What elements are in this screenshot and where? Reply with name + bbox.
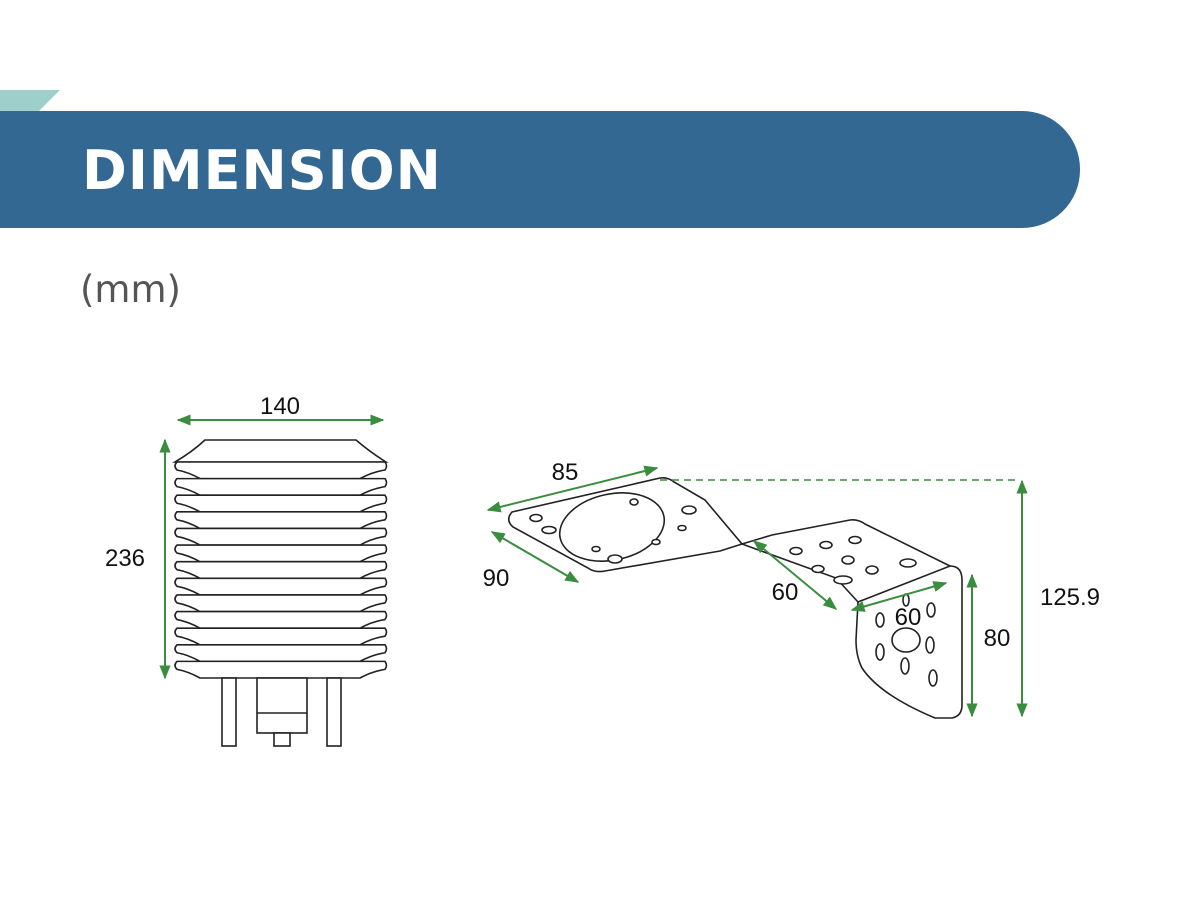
shield-fin xyxy=(174,461,388,480)
title-banner xyxy=(0,111,1080,228)
shield-fin xyxy=(174,511,388,530)
shield-fin xyxy=(174,660,388,679)
bracket-length-label: 85 xyxy=(552,459,579,486)
shield-fin xyxy=(174,560,388,580)
bracket-offset-dimension: 60 xyxy=(752,540,838,610)
flange-width-label: 60 xyxy=(895,604,922,631)
shield-fin xyxy=(174,544,388,563)
shield-fin xyxy=(174,527,388,546)
unit-label: (mm) xyxy=(80,268,181,311)
total-height-dimension: 125.9 xyxy=(660,479,1100,718)
shield-fin xyxy=(174,643,388,663)
shield-height-label: 236 xyxy=(105,545,145,572)
flange-height-label: 80 xyxy=(984,625,1011,652)
shield-fin xyxy=(174,577,388,596)
bracket-offset-label: 60 xyxy=(772,579,799,606)
shield-fin xyxy=(174,494,388,513)
bracket-width-dimension: 90 xyxy=(483,531,580,592)
shield-height-dimension: 236 xyxy=(105,438,171,680)
flange-width-dimension: 60 xyxy=(850,581,948,631)
shield-width-label: 140 xyxy=(260,393,300,420)
page-title: DIMENSION xyxy=(82,139,442,202)
bracket-length-dimension: 85 xyxy=(486,459,659,513)
shield-width-dimension: 140 xyxy=(176,393,385,426)
shield-fin xyxy=(174,627,388,646)
bracket-width-label: 90 xyxy=(483,565,510,592)
shield-fin xyxy=(174,477,388,497)
shield-fin xyxy=(174,594,388,613)
radiation-shield xyxy=(172,439,389,747)
flange-height-dimension: 80 xyxy=(966,573,1011,718)
shield-fin xyxy=(174,610,388,629)
total-height-label: 125.9 xyxy=(1040,584,1100,611)
